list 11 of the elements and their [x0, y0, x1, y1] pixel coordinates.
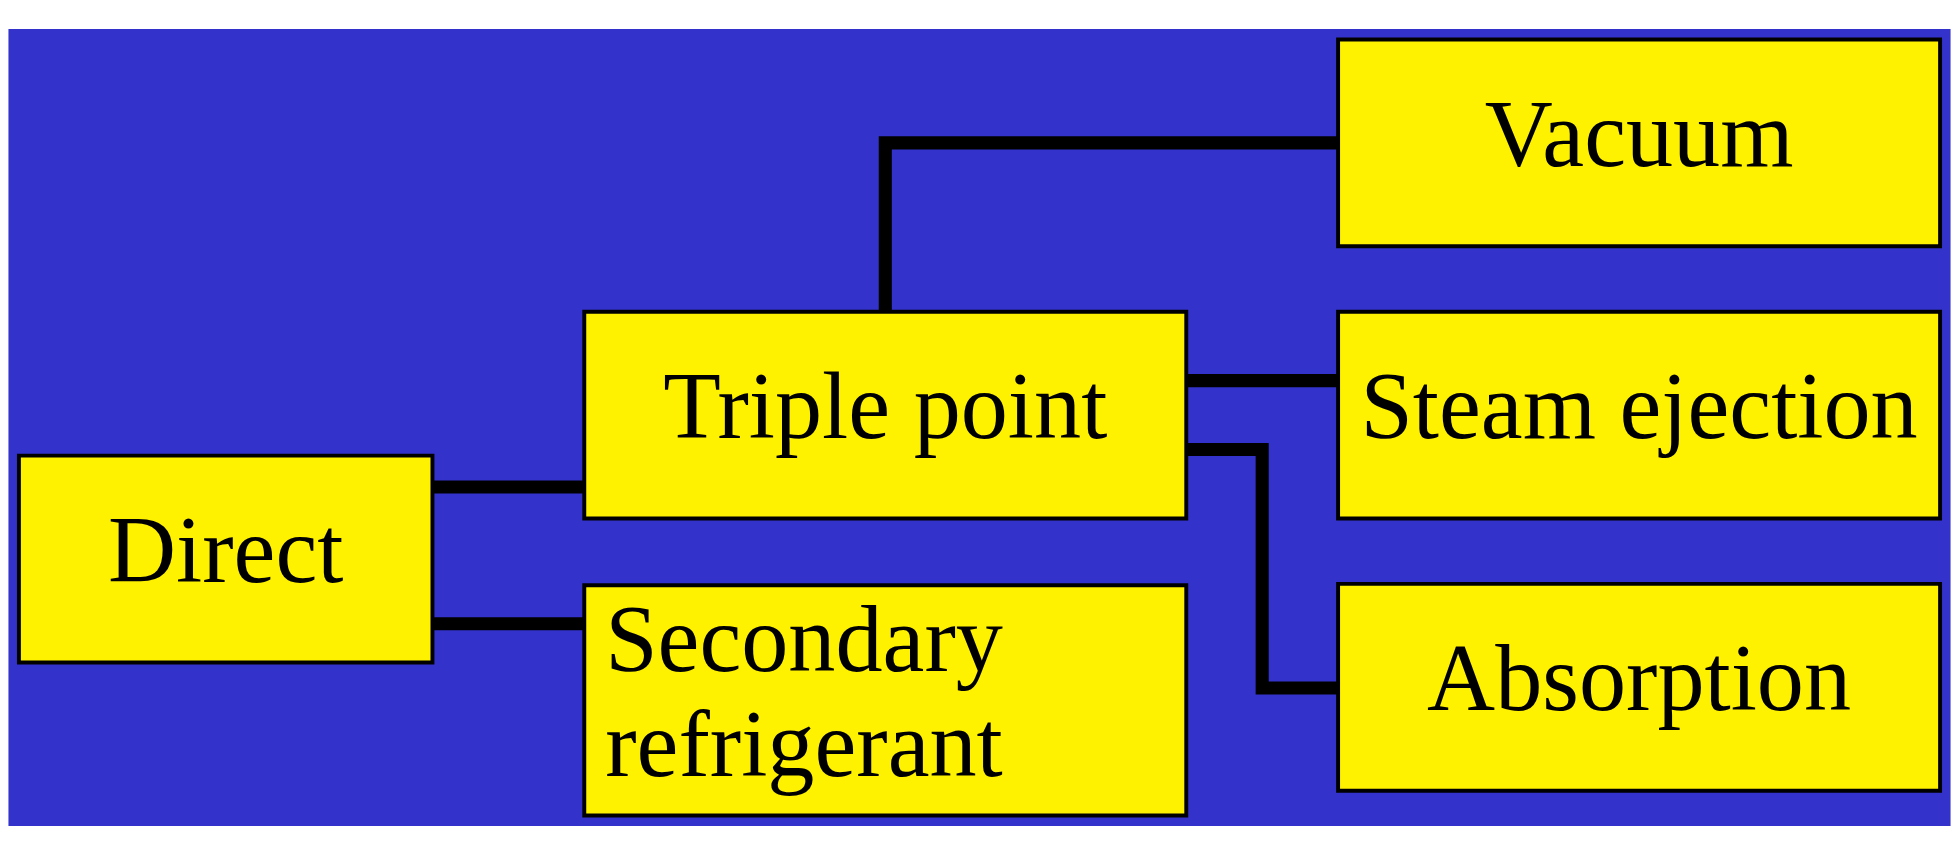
- connector: [1186, 443, 1338, 695]
- connector: [432, 617, 584, 631]
- node-box: Steam ejection: [1336, 309, 1943, 521]
- connector: [432, 480, 584, 494]
- connector: [1186, 374, 1338, 388]
- node-box: Direct: [16, 453, 435, 665]
- node-box: Vacuum: [1336, 37, 1943, 249]
- connector: [878, 136, 1338, 312]
- node-box: Absorption: [1336, 581, 1943, 793]
- node-box: Triple point: [582, 309, 1189, 521]
- node-box: Secondary refrigerant: [582, 583, 1189, 818]
